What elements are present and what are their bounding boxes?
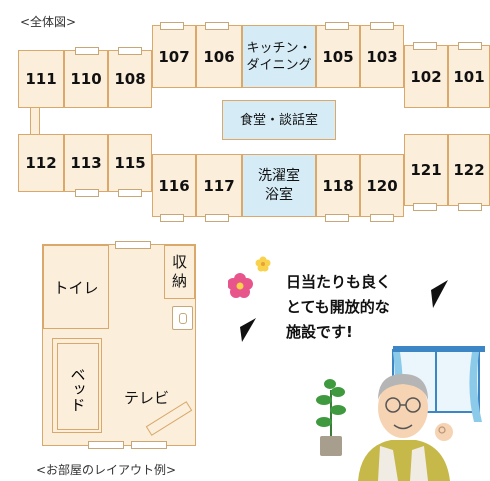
corridor-connector	[30, 108, 40, 134]
window-mark	[205, 214, 229, 222]
kitchen-line2: ダイニング	[246, 57, 312, 73]
window-mark	[75, 47, 99, 55]
room-122: 122	[448, 134, 490, 206]
room-105: 105	[316, 25, 360, 88]
window-mark	[131, 441, 167, 449]
flower-icon	[228, 273, 253, 298]
window-mark	[370, 22, 394, 30]
room-113: 113	[64, 134, 108, 192]
window-mark	[115, 241, 151, 249]
room-115: 115	[108, 134, 152, 192]
emphasis-mark	[240, 318, 256, 342]
layout-label: <お部屋のレイアウト例>	[36, 463, 177, 477]
window-mark	[118, 47, 142, 55]
plant-icon	[316, 379, 346, 456]
laundry-bath: 洗濯室浴室	[242, 154, 316, 217]
window-mark	[458, 203, 482, 211]
room-116: 116	[152, 154, 196, 217]
speech-text: 日当たりも良く とても開放的な 施設です!	[286, 270, 391, 345]
room-101: 101	[448, 45, 490, 108]
bath-line1: 洗濯室	[258, 167, 300, 184]
storage-line2: 納	[171, 272, 187, 290]
room-102: 102	[404, 45, 448, 108]
window-mark	[75, 189, 99, 197]
bath-line2: 浴室	[265, 186, 293, 203]
overview-label: <全体図>	[20, 15, 77, 29]
speech-line-1: 日当たりも良く	[286, 273, 392, 291]
flower-icon	[255, 256, 271, 272]
window-mark	[205, 22, 229, 30]
window-mark	[118, 189, 142, 197]
kitchen-dining: キッチン・ダイニング	[242, 25, 316, 88]
window-mark	[325, 22, 349, 30]
window-mark	[413, 203, 437, 211]
room-106: 106	[196, 25, 242, 88]
room-117: 117	[196, 154, 242, 217]
window-mark	[413, 42, 437, 50]
window-mark	[160, 214, 184, 222]
room-112: 112	[18, 134, 64, 192]
speech-line-3: 施設です!	[286, 323, 353, 341]
storage-line1: 収	[171, 253, 187, 271]
speech-line-2: とても開放的な	[286, 298, 390, 316]
room-108: 108	[108, 50, 152, 108]
room-111: 111	[18, 50, 64, 108]
sink-icon	[172, 306, 193, 330]
room-107: 107	[152, 25, 196, 88]
illustration	[228, 256, 485, 481]
window-mark	[160, 22, 184, 30]
room-120: 120	[360, 154, 404, 217]
room-103: 103	[360, 25, 404, 88]
window-mark	[370, 214, 394, 222]
window-mark	[458, 42, 482, 50]
bed-label: ベッド	[68, 366, 87, 412]
window-mark	[325, 214, 349, 222]
dining-hall: 食堂・談話室	[222, 100, 336, 140]
elderly-man-icon	[358, 374, 453, 481]
room-110: 110	[64, 50, 108, 108]
toilet: トイレ	[43, 245, 109, 329]
tv-label: テレビ	[124, 389, 170, 407]
window-mark	[88, 441, 124, 449]
room-121: 121	[404, 134, 448, 206]
storage: 収納	[164, 245, 195, 299]
emphasis-mark	[431, 280, 448, 308]
room-118: 118	[316, 154, 360, 217]
kitchen-line1: キッチン・	[246, 40, 312, 56]
bed: ベッド	[52, 338, 102, 433]
